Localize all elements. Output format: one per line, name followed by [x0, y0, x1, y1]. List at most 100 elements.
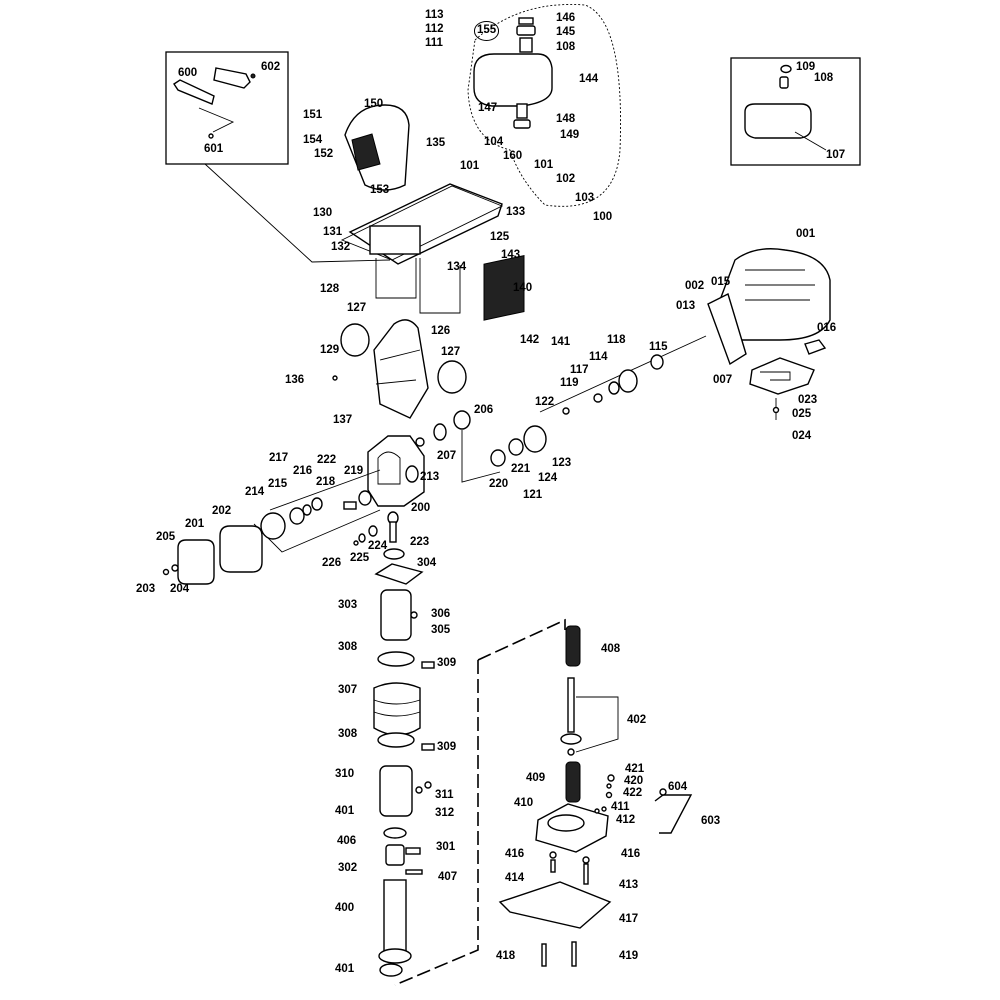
part-label-225[interactable]: 225 — [350, 552, 370, 564]
part-label-421[interactable]: 421 — [625, 763, 645, 775]
part-label-200[interactable]: 200 — [411, 502, 431, 514]
part-label-150[interactable]: 150 — [364, 98, 384, 110]
part-label-153[interactable]: 153 — [370, 184, 390, 196]
part-label-401[interactable]: 401 — [335, 963, 355, 975]
part-label-416[interactable]: 416 — [621, 848, 641, 860]
part-label-420[interactable]: 420 — [624, 775, 644, 787]
part-label-135[interactable]: 135 — [426, 137, 446, 149]
part-label-412[interactable]: 412 — [616, 814, 636, 826]
part-label-100[interactable]: 100 — [593, 211, 613, 223]
part-label-143[interactable]: 143 — [501, 249, 521, 261]
part-label-408[interactable]: 408 — [601, 643, 621, 655]
assembly-callout-155[interactable]: 155 — [474, 21, 500, 41]
part-label-125[interactable]: 125 — [490, 231, 510, 243]
part-label-414[interactable]: 414 — [505, 872, 525, 884]
part-label-221[interactable]: 221 — [511, 463, 531, 475]
part-label-217[interactable]: 217 — [269, 452, 289, 464]
part-label-151[interactable]: 151 — [303, 109, 323, 121]
part-label-142[interactable]: 142 — [520, 334, 540, 346]
part-label-133[interactable]: 133 — [506, 206, 526, 218]
part-label-123[interactable]: 123 — [552, 457, 572, 469]
part-label-117[interactable]: 117 — [570, 364, 589, 376]
part-label-407[interactable]: 407 — [438, 871, 458, 883]
part-label-147[interactable]: 147 — [478, 102, 498, 114]
part-label-203[interactable]: 203 — [136, 583, 156, 595]
part-label-422[interactable]: 422 — [623, 787, 643, 799]
part-label-154[interactable]: 154 — [303, 134, 323, 146]
part-label-001[interactable]: 001 — [796, 228, 816, 240]
part-label-224[interactable]: 224 — [368, 540, 388, 552]
part-label-409[interactable]: 409 — [526, 772, 546, 784]
part-label-137[interactable]: 137 — [333, 414, 353, 426]
part-label-400[interactable]: 400 — [335, 902, 355, 914]
part-label-215[interactable]: 215 — [268, 478, 288, 490]
part-label-141[interactable]: 141 — [551, 336, 571, 348]
part-label-118[interactable]: 118 — [607, 334, 626, 346]
part-label-419[interactable]: 419 — [619, 950, 639, 962]
part-label-007[interactable]: 007 — [713, 374, 733, 386]
part-label-016[interactable]: 016 — [817, 322, 837, 334]
part-label-219[interactable]: 219 — [344, 465, 364, 477]
part-label-130[interactable]: 130 — [313, 207, 333, 219]
part-label-101[interactable]: 101 — [534, 159, 554, 171]
part-label-205[interactable]: 205 — [156, 531, 176, 543]
part-label-214[interactable]: 214 — [245, 486, 265, 498]
part-label-104[interactable]: 104 — [484, 136, 504, 148]
part-label-113[interactable]: 113 — [425, 9, 444, 21]
part-label-222[interactable]: 222 — [317, 454, 337, 466]
part-label-107[interactable]: 107 — [826, 149, 846, 161]
part-label-126[interactable]: 126 — [431, 325, 451, 337]
part-label-145[interactable]: 145 — [556, 26, 576, 38]
part-label-307[interactable]: 307 — [338, 684, 358, 696]
part-label-132[interactable]: 132 — [331, 241, 351, 253]
part-label-202[interactable]: 202 — [212, 505, 232, 517]
part-label-207[interactable]: 207 — [437, 450, 457, 462]
part-label-119[interactable]: 119 — [560, 377, 579, 389]
part-label-127[interactable]: 127 — [441, 346, 461, 358]
part-label-149[interactable]: 149 — [560, 129, 580, 141]
part-label-301[interactable]: 301 — [436, 841, 456, 853]
part-label-136[interactable]: 136 — [285, 374, 305, 386]
part-label-213[interactable]: 213 — [420, 471, 440, 483]
part-label-102[interactable]: 102 — [556, 173, 576, 185]
part-label-109[interactable]: 109 — [796, 61, 816, 73]
part-label-015[interactable]: 015 — [711, 276, 731, 288]
part-label-309[interactable]: 309 — [437, 741, 457, 753]
part-label-413[interactable]: 413 — [619, 879, 639, 891]
part-label-121[interactable]: 121 — [523, 489, 543, 501]
part-label-013[interactable]: 013 — [676, 300, 696, 312]
part-label-308[interactable]: 308 — [338, 641, 358, 653]
part-label-306[interactable]: 306 — [431, 608, 451, 620]
part-label-002[interactable]: 002 — [685, 280, 705, 292]
part-label-204[interactable]: 204 — [170, 583, 190, 595]
part-label-112[interactable]: 112 — [425, 23, 444, 35]
part-label-024[interactable]: 024 — [792, 430, 812, 442]
part-label-146[interactable]: 146 — [556, 12, 576, 24]
part-label-402[interactable]: 402 — [627, 714, 647, 726]
part-label-127[interactable]: 127 — [347, 302, 367, 314]
part-label-600[interactable]: 600 — [178, 67, 198, 79]
part-label-418[interactable]: 418 — [496, 950, 516, 962]
part-label-111[interactable]: 111 — [425, 37, 443, 49]
part-label-308[interactable]: 308 — [338, 728, 358, 740]
part-label-304[interactable]: 304 — [417, 557, 437, 569]
part-label-025[interactable]: 025 — [792, 408, 812, 420]
part-label-416[interactable]: 416 — [505, 848, 525, 860]
part-label-602[interactable]: 602 — [261, 61, 281, 73]
part-label-201[interactable]: 201 — [185, 518, 205, 530]
part-label-144[interactable]: 144 — [579, 73, 599, 85]
part-label-309[interactable]: 309 — [437, 657, 457, 669]
part-label-140[interactable]: 140 — [513, 282, 533, 294]
part-label-302[interactable]: 302 — [338, 862, 358, 874]
part-label-311[interactable]: 311 — [435, 789, 454, 801]
part-label-218[interactable]: 218 — [316, 476, 336, 488]
part-label-411[interactable]: 411 — [611, 801, 630, 813]
part-label-310[interactable]: 310 — [335, 768, 355, 780]
part-label-216[interactable]: 216 — [293, 465, 313, 477]
part-label-131[interactable]: 131 — [323, 226, 343, 238]
part-label-603[interactable]: 603 — [701, 815, 721, 827]
part-label-312[interactable]: 312 — [435, 807, 455, 819]
part-label-406[interactable]: 406 — [337, 835, 357, 847]
part-label-305[interactable]: 305 — [431, 624, 451, 636]
part-label-134[interactable]: 134 — [447, 261, 467, 273]
